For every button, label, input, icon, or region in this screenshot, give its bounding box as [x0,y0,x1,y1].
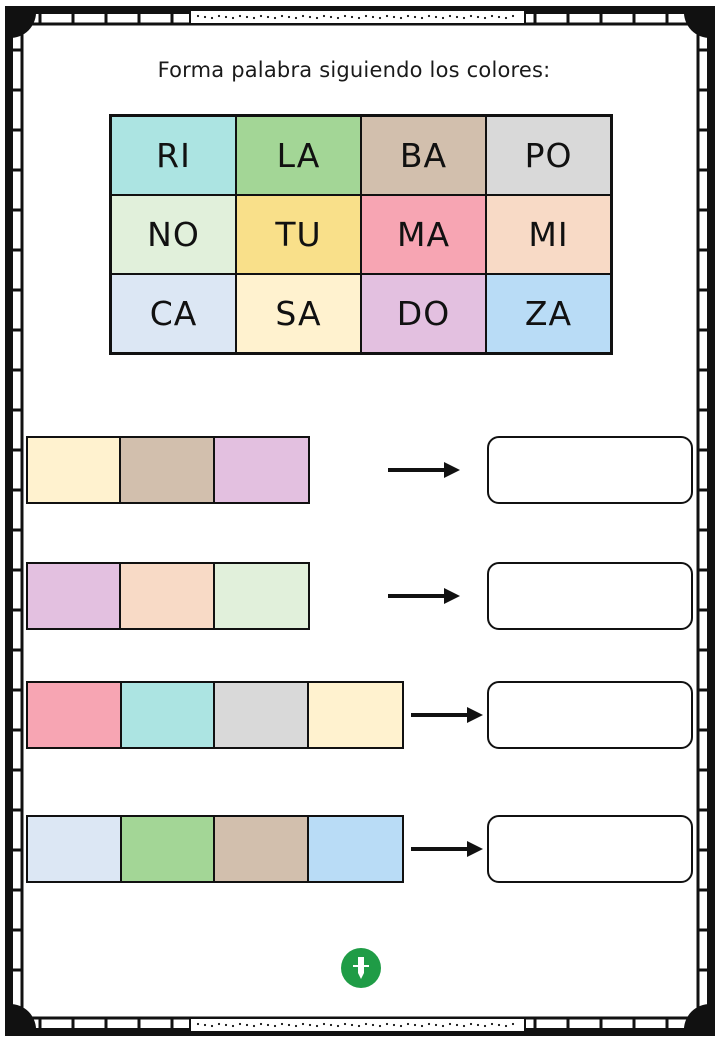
color-swatch [121,564,215,628]
answer-box[interactable] [487,562,693,630]
color-swatch [121,817,215,881]
syllable-cell: MA [361,195,486,274]
color-swatch [214,438,309,502]
color-swatch [215,817,309,881]
syllable-cell: CA [111,274,236,353]
syllable-cell: RI [111,116,236,195]
color-sequence [26,436,310,504]
syllable-cell: PO [486,116,611,195]
color-swatch [308,817,402,881]
color-swatch [215,683,309,747]
syllable-cell: MI [486,195,611,274]
color-sequence [26,562,310,630]
syllable-cell: DO [361,274,486,353]
right-arrow-icon [388,462,460,478]
color-sequence [26,815,404,883]
syllable-cell: ZA [486,274,611,353]
syllable-cell: TU [236,195,361,274]
right-arrow-icon [411,707,483,723]
color-swatch [28,564,122,628]
color-swatch [121,683,215,747]
answer-box[interactable] [487,815,693,883]
pencil-logo-icon [341,948,381,988]
answer-box[interactable] [487,681,693,749]
instruction-text: Forma palabra siguiendo los colores: [157,58,551,82]
right-arrow-icon [388,588,460,604]
color-swatch [121,438,215,502]
color-swatch [28,438,122,502]
color-swatch [308,683,402,747]
color-swatch [28,683,122,747]
syllable-cell: LA [236,116,361,195]
answer-box[interactable] [487,436,693,504]
syllable-cell: SA [236,274,361,353]
color-sequence [26,681,404,749]
syllable-cell: NO [111,195,236,274]
color-swatch [214,564,309,628]
right-arrow-icon [411,841,483,857]
color-swatch [28,817,122,881]
syllable-cell: BA [361,116,486,195]
